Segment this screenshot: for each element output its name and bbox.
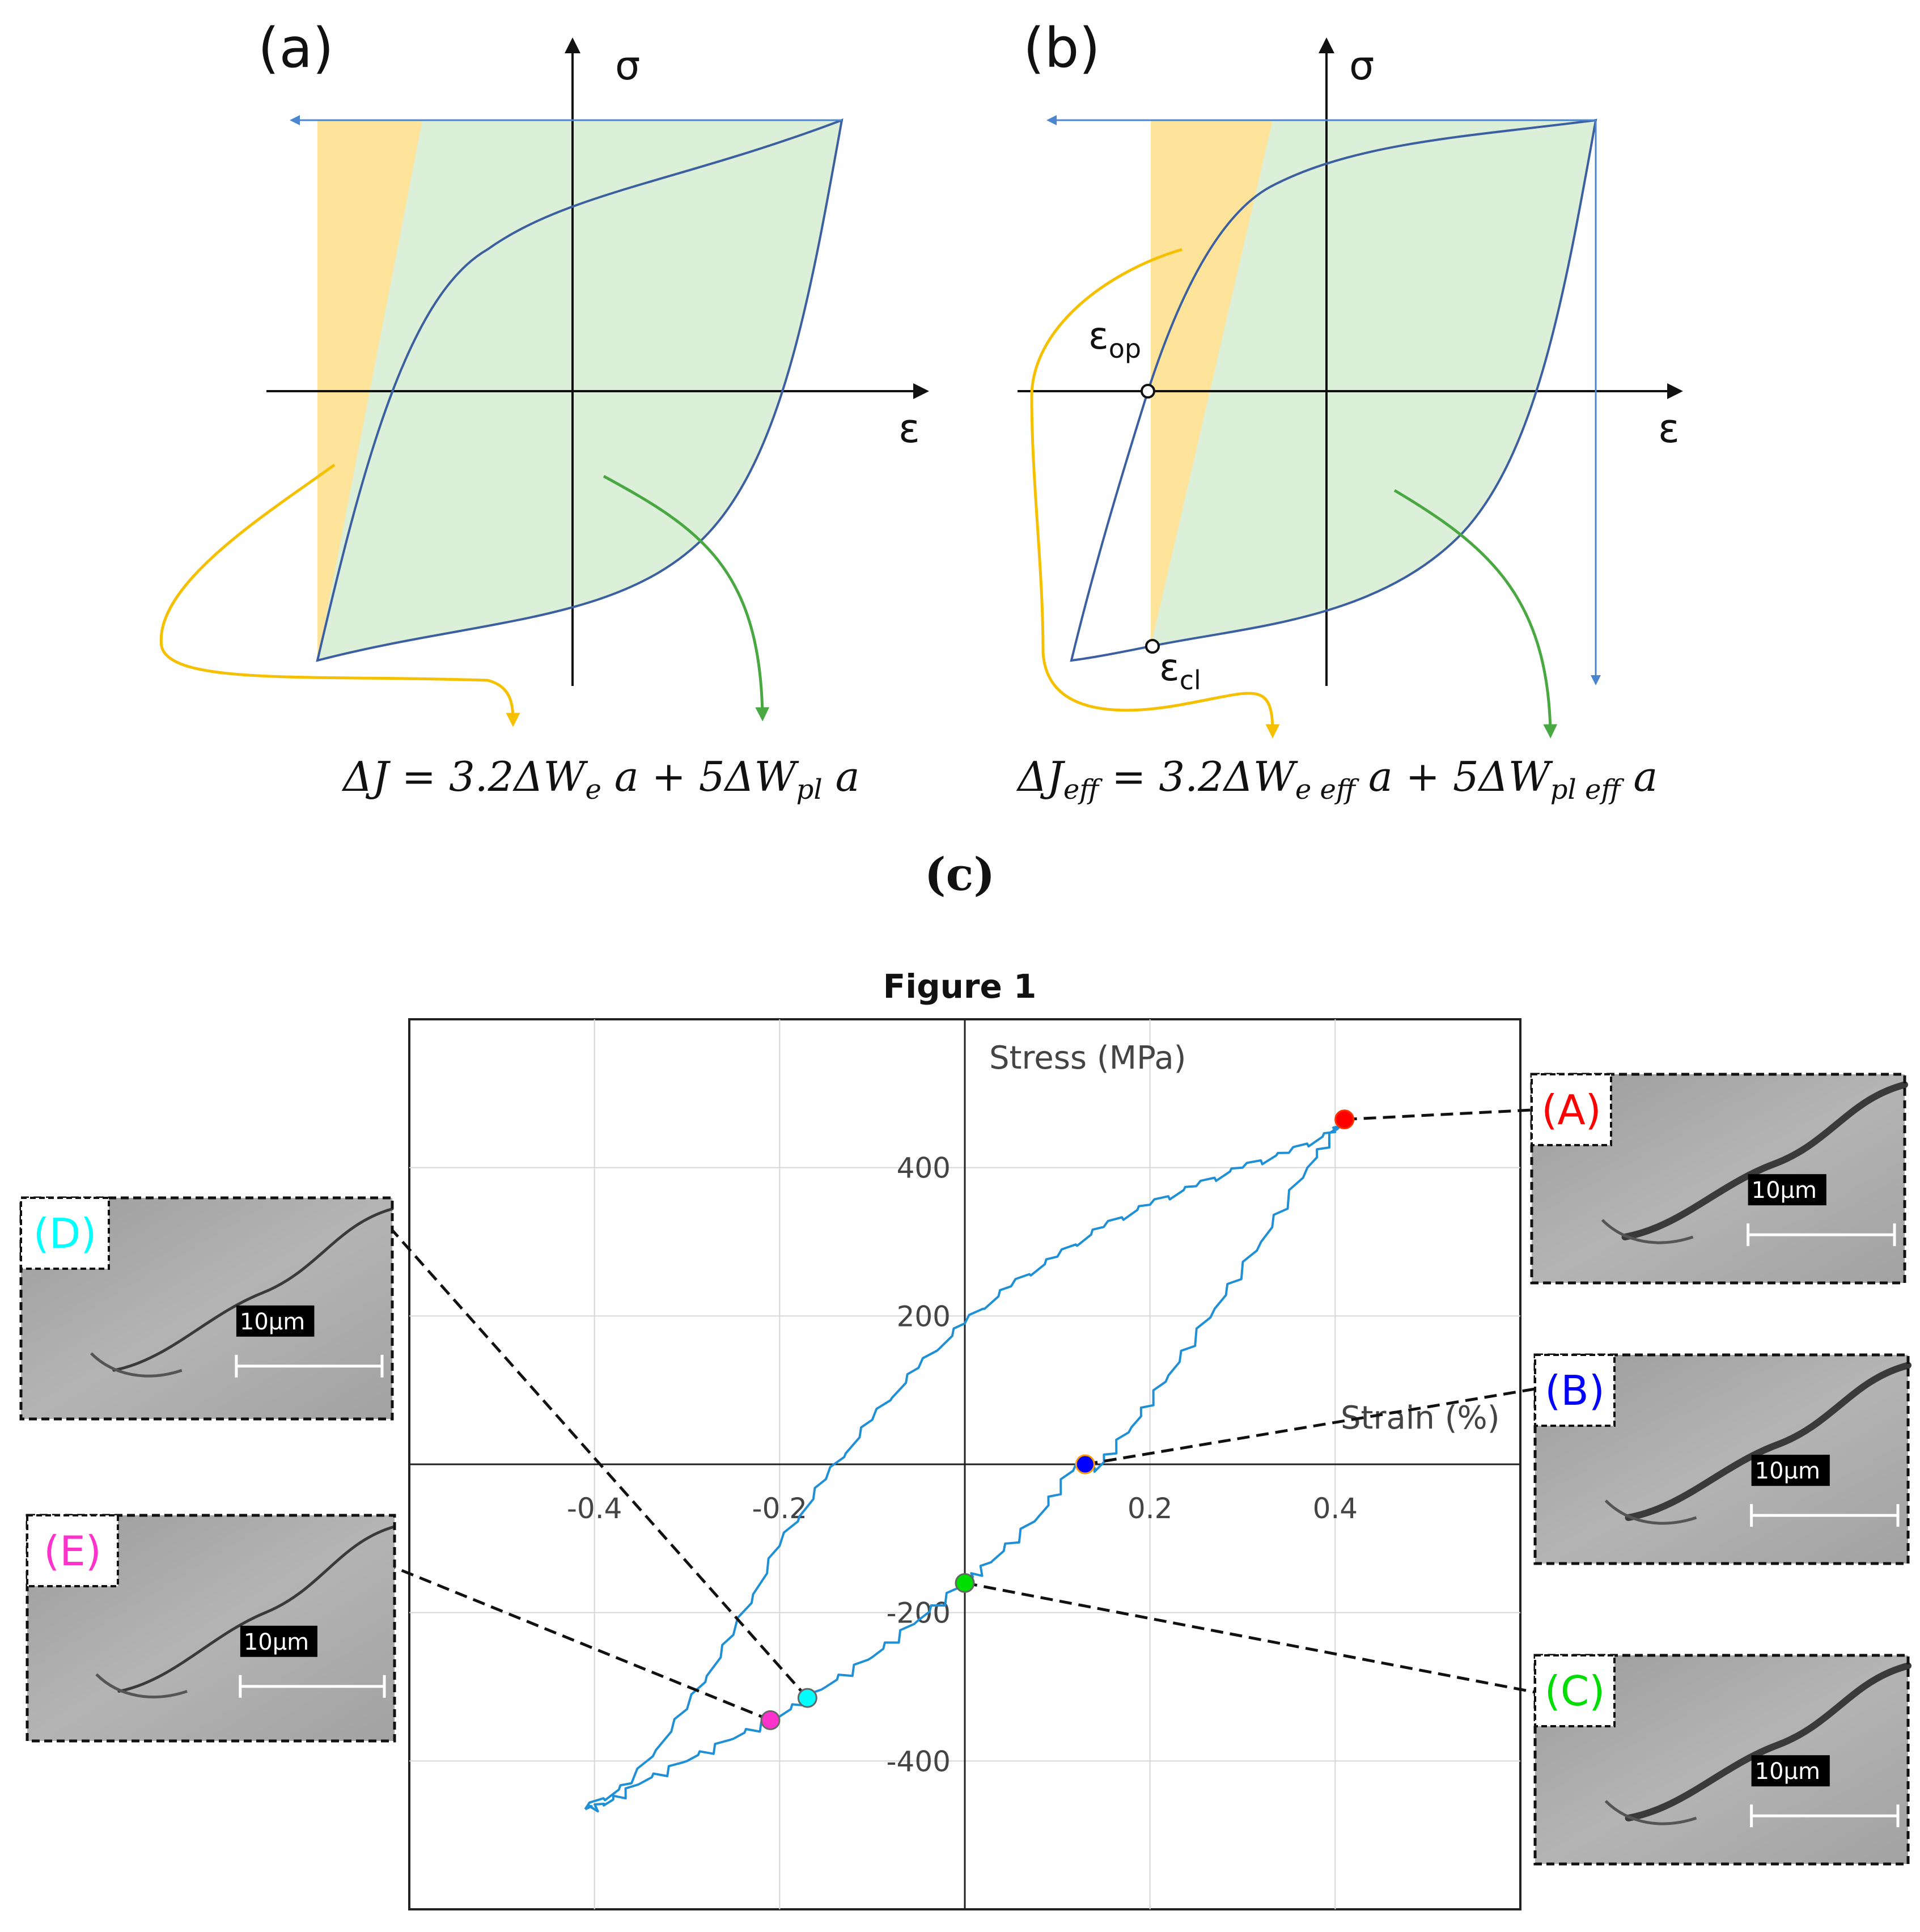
inset-label-E: (E) <box>44 1527 101 1575</box>
y-tick-label: 200 <box>897 1300 951 1333</box>
inset-label-B: (B) <box>1545 1367 1605 1414</box>
panel-b-eps-op-point <box>1141 384 1155 399</box>
panel-a-equation: ΔJ = 3.2ΔWe a + 5ΔWpl a <box>341 753 860 806</box>
panel-b: (b) σ ε εop εcl ΔJeff = 3.2ΔWe eff a + 5… <box>1016 16 1683 806</box>
chart-title: Figure 1 <box>883 967 1037 1006</box>
marker-C <box>955 1573 975 1593</box>
inset-label-box-B <box>1534 1354 1616 1427</box>
panel-a-yellow-arrow <box>159 463 520 727</box>
panel-b-equation: ΔJeff = 3.2ΔWe eff a + 5ΔWpl eff a <box>1016 753 1658 806</box>
crack-C <box>1625 1662 1911 1822</box>
inset-frame-C <box>1533 1654 1910 1866</box>
inset-D: (D) 10μm <box>19 1196 394 1421</box>
inset-label-box-D <box>20 1197 110 1270</box>
marker-B <box>1075 1454 1095 1475</box>
scale-bar-bg-E <box>240 1625 317 1657</box>
chart-axes <box>409 1019 1520 1909</box>
inset-frame-D <box>19 1196 394 1421</box>
panel-b-green-arrow <box>1393 489 1558 739</box>
inset-label-D: (D) <box>33 1210 97 1257</box>
chart-xlabel: Strain (%) <box>1341 1400 1500 1437</box>
panel-a: (a) σ ε ΔJ = 3.2ΔWe a + 5ΔWpl a <box>159 16 929 806</box>
panel-b-sigma-label: σ <box>1349 43 1374 89</box>
y-tick-label: -400 <box>887 1745 951 1778</box>
chart-markers <box>760 1109 1355 1730</box>
inset-label-box-A <box>1531 1073 1612 1146</box>
marker-A <box>1334 1109 1355 1130</box>
crack-D <box>112 1208 394 1372</box>
chart-series <box>584 1118 1346 1813</box>
panel-a-green-arrow <box>603 474 770 722</box>
inset-label-A: (A) <box>1541 1086 1601 1134</box>
inset-label-box-C <box>1534 1654 1616 1727</box>
crack-branch-C <box>1604 1800 1697 1825</box>
scale-bar-label-E: 10μm <box>244 1629 309 1655</box>
connector-E <box>394 1566 771 1722</box>
crack-branch-E <box>95 1673 188 1698</box>
x-tick-label: -0.4 <box>567 1492 622 1525</box>
panel-b-eps-cl-point <box>1145 639 1160 654</box>
crack-E <box>117 1525 396 1693</box>
crack-branch-B <box>1604 1499 1697 1525</box>
crack-A <box>1621 1081 1908 1241</box>
marker-E <box>760 1710 781 1730</box>
panel-a-label: (a) <box>258 16 334 80</box>
panel-b-green-area <box>1151 120 1596 646</box>
scale-bar-bg-A <box>1748 1174 1826 1206</box>
panel-b-eps-cl-label: εcl <box>1159 646 1201 696</box>
inset-B: (B) 10μm <box>1533 1353 1911 1565</box>
scale-bar-bg-D <box>236 1305 315 1337</box>
crack-branch-D <box>90 1352 183 1378</box>
inset-frame-A <box>1530 1073 1906 1285</box>
scale-bar-bg-C <box>1751 1755 1830 1787</box>
inset-frame-B <box>1533 1353 1910 1565</box>
scale-bar-label-D: 10μm <box>240 1309 305 1335</box>
panel-c-label: (c) <box>925 848 995 901</box>
chart-connectors <box>391 1108 1536 1722</box>
chart-ylabel: Stress (MPa) <box>989 1040 1186 1077</box>
inset-C: (C) 10μm <box>1533 1654 1911 1866</box>
inset-E: (E) 10μm <box>26 1514 396 1743</box>
scale-bar-label-A: 10μm <box>1752 1177 1817 1204</box>
panel-b-yellow-arrow <box>1030 248 1280 739</box>
crack-B <box>1625 1362 1911 1522</box>
panel-b-label: (b) <box>1023 16 1100 80</box>
x-tick-label: 0.4 <box>1313 1492 1358 1525</box>
panel-a-sigma-label: σ <box>615 43 640 89</box>
scale-bar-bg-B <box>1751 1455 1830 1486</box>
connector-A <box>1344 1108 1532 1121</box>
panel-b-eps-op-label: εop <box>1088 314 1141 364</box>
inset-label-box-E <box>26 1514 119 1587</box>
y-tick-label: 400 <box>897 1152 951 1185</box>
x-tick-label: 0.2 <box>1128 1492 1173 1525</box>
series-line-0 <box>584 1118 1346 1810</box>
crack-branch-A <box>1601 1219 1694 1244</box>
scale-bar-label-B: 10μm <box>1755 1458 1820 1484</box>
inset-label-C: (C) <box>1545 1667 1605 1715</box>
connector-D <box>391 1229 809 1699</box>
panel-b-epsilon-label: ε <box>1658 405 1680 452</box>
marker-D <box>797 1688 817 1708</box>
connector-C <box>964 1581 1536 1694</box>
y-tick-label: -200 <box>887 1597 951 1630</box>
sem-insets: (A) 10μm (B) 10μm (C) 10μm (D) 10μm (E) 10μm <box>19 1073 1911 1866</box>
panel-b-yellow-area <box>1151 120 1273 646</box>
panel-a-epsilon-label: ε <box>898 405 920 452</box>
inset-frame-E <box>26 1514 396 1743</box>
inset-A: (A) 10μm <box>1530 1073 1908 1285</box>
series-line-1 <box>584 1118 1346 1813</box>
scale-bar-label-C: 10μm <box>1755 1759 1820 1785</box>
